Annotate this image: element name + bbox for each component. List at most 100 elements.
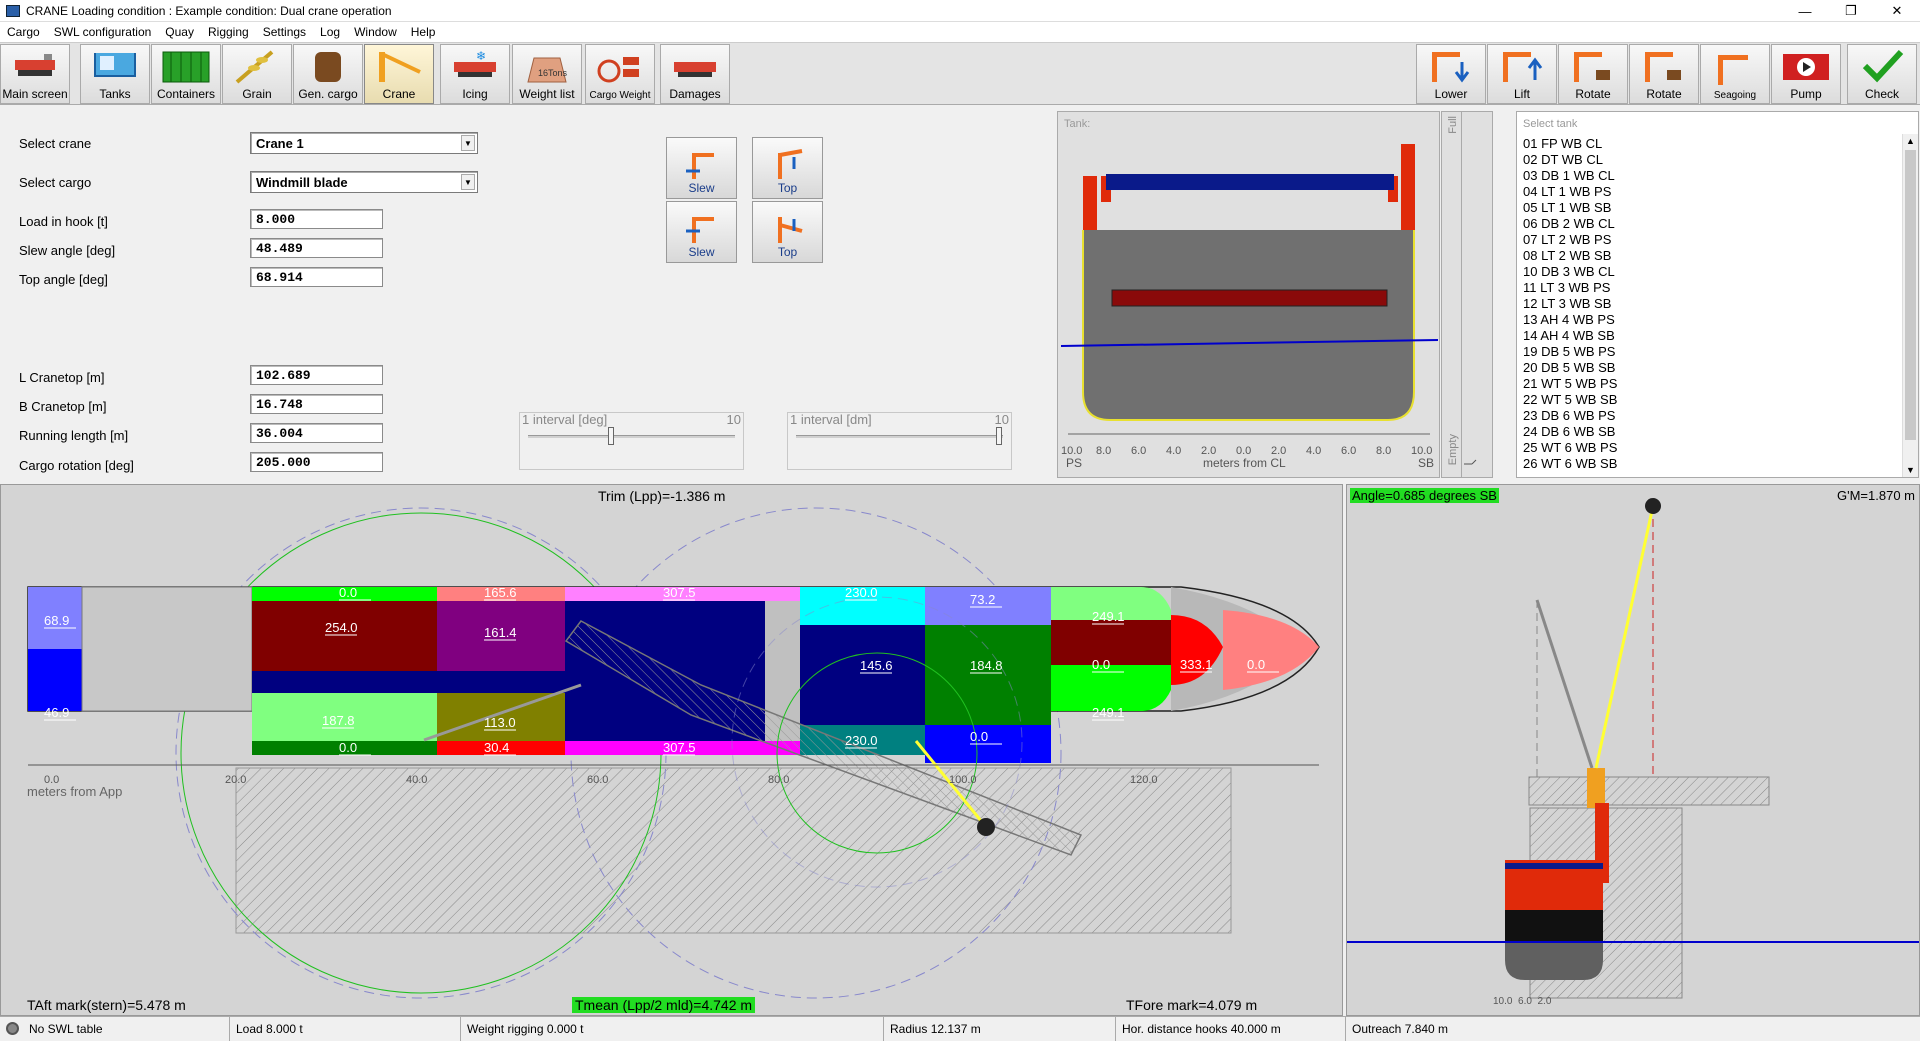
plan-axis-tick: 40.0 (406, 774, 427, 786)
chevron-down-icon[interactable]: ▼ (1906, 465, 1915, 475)
slew-right-button[interactable]: Slew (666, 201, 737, 263)
hold-value-label: 307.5 (663, 740, 696, 755)
tank-list-item[interactable]: 06 DB 2 WB CL (1523, 216, 1615, 231)
chevron-down-icon[interactable]: ▼ (461, 174, 475, 190)
select-cargo-dropdown[interactable]: Windmill blade ▼ (250, 171, 478, 193)
crane-button[interactable]: Crane (364, 44, 434, 104)
grain-button[interactable]: Grain (222, 44, 292, 104)
tmean-label: Tmean (Lpp/2 mld)=4.742 m (572, 997, 756, 1013)
tank-list-item[interactable]: 19 DB 5 WB PS (1523, 344, 1616, 359)
check-icon (1857, 48, 1907, 84)
weight-list-button[interactable]: 16Tons Weight list (512, 44, 582, 104)
side-view-drawing (1347, 498, 1919, 999)
hold-value-label: 46.9 (44, 705, 69, 720)
tank-list-item[interactable]: 05 LT 1 WB SB (1523, 200, 1612, 215)
tank-list-item[interactable]: 01 FP WB CL (1523, 136, 1603, 151)
tank-list-item[interactable]: 25 WT 6 WB PS (1523, 440, 1618, 455)
damages-button[interactable]: Damages (660, 44, 730, 104)
menu-quay[interactable]: Quay (165, 25, 194, 39)
ship-side-view[interactable]: Angle=0.685 degrees SB G'M=1.870 m 10.0 … (1346, 484, 1920, 1016)
check-button[interactable]: Check (1847, 44, 1917, 104)
tank-list-item[interactable]: 02 DT WB CL (1523, 152, 1603, 167)
scroll-thumb[interactable] (1905, 150, 1916, 440)
close-icon[interactable]: ✕ (1891, 3, 1903, 18)
seagoing-button[interactable]: Seagoing (1700, 44, 1770, 104)
b-cranetop-input[interactable]: 16.748 (250, 394, 383, 414)
tank-list-title: Select tank (1523, 118, 1578, 130)
slew-angle-input[interactable]: 48.489 (250, 238, 383, 258)
containers-button[interactable]: Containers (151, 44, 221, 104)
pump-button[interactable]: Pump (1771, 44, 1841, 104)
dm-interval-slider[interactable]: 1 interval [dm] 10 (787, 412, 1012, 470)
tank-list-item[interactable]: 04 LT 1 WB PS (1523, 184, 1612, 199)
restore-icon[interactable]: ❐ (1845, 3, 1857, 18)
rotate-cw-button[interactable]: Rotate (1629, 44, 1699, 104)
tank-list-item[interactable]: 13 AH 4 WB PS (1523, 312, 1615, 327)
quay-area (235, 767, 1232, 934)
tank-axis-tick: 4.0 (1166, 445, 1181, 457)
gen-cargo-button[interactable]: Gen. cargo (293, 44, 363, 104)
l-cranetop-input[interactable]: 102.689 (250, 365, 383, 385)
tank-list-item[interactable]: 14 AH 4 WB SB (1523, 328, 1615, 343)
load-status: Load 8.000 t (230, 1016, 461, 1041)
weight-icon: 16Tons (522, 48, 572, 84)
grain-icon (232, 48, 282, 84)
load-input[interactable]: 8.000 (250, 209, 383, 229)
menu-cargo[interactable]: Cargo (7, 25, 40, 39)
top-up-button[interactable]: Top (752, 137, 823, 199)
tank-list-item[interactable]: 27 AP WB PS (1523, 472, 1893, 473)
tank-list-item[interactable]: 11 LT 3 WB PS (1523, 280, 1611, 295)
tank-list-item[interactable]: 24 DB 6 WB SB (1523, 424, 1616, 439)
outreach-status: Outreach 7.840 m (1352, 1021, 1449, 1036)
tank-axis-tick: 6.0 (1341, 445, 1356, 457)
menu-rigging[interactable]: Rigging (207, 25, 249, 39)
plan-axis-tick: 80.0 (768, 774, 789, 786)
hold-value-label: 187.8 (322, 713, 355, 728)
rotate-ccw-button[interactable]: Rotate (1558, 44, 1628, 104)
tank-list-item[interactable]: 07 LT 2 WB PS (1523, 232, 1612, 247)
cargo-weight-button[interactable]: Cargo Weight (585, 44, 655, 104)
tank-list-item[interactable]: 20 DB 5 WB SB (1523, 360, 1616, 375)
slider-thumb[interactable] (996, 427, 1002, 445)
l-cranetop-label: L Cranetop [m] (19, 370, 105, 385)
lower-button[interactable]: Lower (1416, 44, 1486, 104)
main-screen-button[interactable]: Main screen (0, 44, 70, 104)
minimize-icon[interactable]: — (1798, 3, 1812, 19)
tank-fill-gauge: Full Empty (1441, 111, 1493, 478)
tank-list-item[interactable]: 22 WT 5 WB SB (1523, 392, 1618, 407)
stern-tank-upper (28, 587, 82, 649)
menu-window[interactable]: Window (354, 25, 397, 39)
tank-list-item[interactable]: 21 WT 5 WB PS (1523, 376, 1618, 391)
tanks-icon (90, 48, 140, 84)
tank-list-item[interactable]: 26 WT 6 WB SB (1523, 456, 1618, 471)
menu-help[interactable]: Help (410, 25, 436, 39)
tank-list-item[interactable]: 10 DB 3 WB CL (1523, 264, 1615, 279)
hold-value-label: 0.0 (1247, 657, 1265, 672)
tank-list-scrollbar[interactable]: ▲ ▼ (1902, 134, 1918, 477)
lift-button[interactable]: Lift (1487, 44, 1557, 104)
tfore-label: TFore mark=4.079 m (1126, 997, 1258, 1013)
tank-list-item[interactable]: 12 LT 3 WB SB (1523, 296, 1612, 311)
tanks-button[interactable]: Tanks (80, 44, 150, 104)
icing-button[interactable]: ❄ Icing (440, 44, 510, 104)
tank-list-item[interactable]: 03 DB 1 WB CL (1523, 168, 1615, 183)
select-crane-dropdown[interactable]: Crane 1▼ (250, 132, 478, 154)
slider-thumb[interactable] (608, 427, 614, 445)
chevron-down-icon[interactable]: ▼ (461, 135, 475, 151)
top-down-button[interactable]: Top (752, 201, 823, 263)
menu-swl-configuration[interactable]: SWL configuration (53, 25, 152, 39)
tank-title: Tank: (1064, 118, 1091, 130)
tank-list-item[interactable]: 23 DB 6 WB PS (1523, 408, 1616, 423)
chevron-up-icon[interactable]: ▲ (1906, 136, 1915, 146)
tank-list-item[interactable]: 08 LT 2 WB SB (1523, 248, 1612, 263)
slew-left-button[interactable]: Slew (666, 137, 737, 199)
deg-interval-slider[interactable]: 1 interval [deg] 10 (519, 412, 744, 470)
running-length-input[interactable]: 36.004 (250, 423, 383, 443)
menu-log[interactable]: Log (320, 25, 341, 39)
menu-settings[interactable]: Settings (262, 25, 307, 39)
select-cargo-value: Windmill blade (256, 175, 348, 190)
top-angle-input[interactable]: 68.914 (250, 267, 383, 287)
cargo-rotation-input[interactable]: 205.000 (250, 452, 383, 472)
tank-axis-tick: 10.0 (1061, 445, 1082, 457)
